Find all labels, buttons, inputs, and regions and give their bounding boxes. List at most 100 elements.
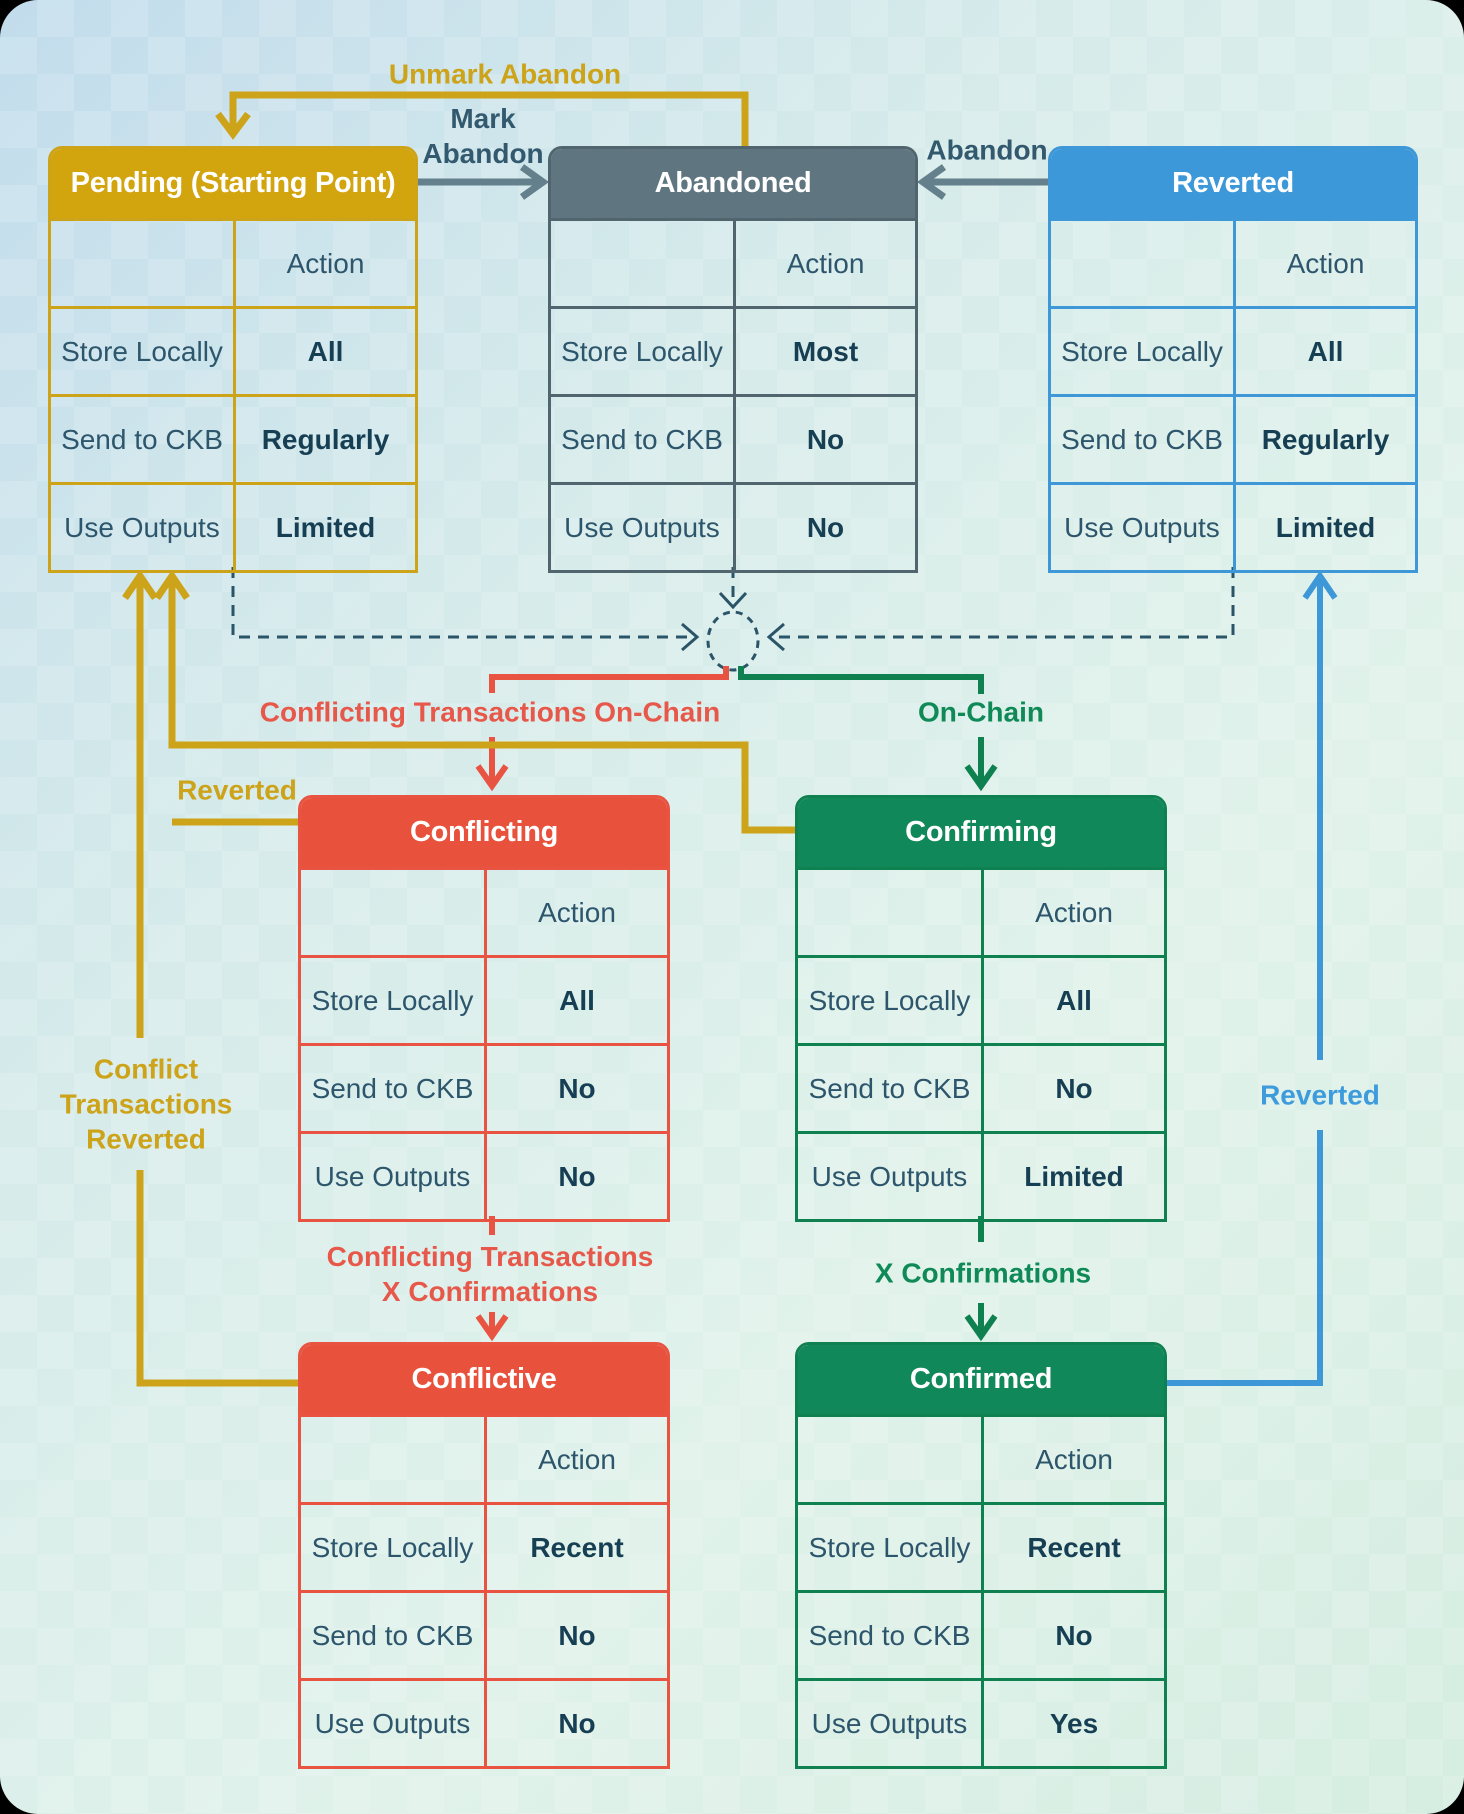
- row-value-cell: No: [981, 1043, 1164, 1131]
- arrowhead-left-icon: [916, 164, 947, 200]
- row-value-cell: No: [484, 1131, 667, 1219]
- unmark-abandon-line: [229, 91, 749, 146]
- arrowhead-down-icon: [475, 764, 509, 792]
- row-value-cell: Recent: [981, 1502, 1164, 1590]
- action-header-cell: Action: [981, 1414, 1164, 1502]
- row-label-cell: Store Locally: [51, 306, 233, 394]
- row-label-cell: Send to CKB: [301, 1590, 484, 1678]
- row-value-cell: All: [484, 955, 667, 1043]
- row-label-cell: Use Outputs: [51, 482, 233, 570]
- row-label-cell: Store Locally: [551, 306, 733, 394]
- junction-circle: [706, 610, 760, 672]
- arrowhead-right-icon: [519, 164, 550, 200]
- arrowhead-down-icon: [475, 1314, 509, 1342]
- label-unmark-abandon: Unmark Abandon: [388, 58, 622, 90]
- row-label-cell: Store Locally: [301, 1502, 484, 1590]
- row-label-cell: Store Locally: [798, 955, 981, 1043]
- conflicting-onchain-line: [489, 666, 729, 693]
- action-header-cell: Action: [1233, 218, 1415, 306]
- label-conflicting-transactions-on-chain: Conflicting Transactions On-Chain: [259, 696, 721, 728]
- confirmed-reverted-line: [1167, 578, 1323, 1386]
- confirming-reverted-line: [168, 578, 795, 834]
- row-value-cell: Yes: [981, 1678, 1164, 1766]
- label-abandon: Abandon: [926, 134, 1048, 166]
- row-value-cell: No: [484, 1043, 667, 1131]
- arrowhead-down-icon: [964, 764, 998, 792]
- row-value-cell: Most: [733, 306, 915, 394]
- label-mark-abandon: Mark Abandon: [422, 103, 544, 169]
- empty-cell: [551, 218, 733, 306]
- row-label-cell: Use Outputs: [1051, 482, 1233, 570]
- table-title: Confirming: [798, 798, 1164, 867]
- row-label-cell: Send to CKB: [798, 1043, 981, 1131]
- row-value-cell: No: [733, 482, 915, 570]
- row-label-cell: Use Outputs: [551, 482, 733, 570]
- table-title: Reverted: [1051, 149, 1415, 218]
- row-value-cell: No: [484, 1590, 667, 1678]
- row-value-cell: All: [1233, 306, 1415, 394]
- row-label-cell: Store Locally: [1051, 306, 1233, 394]
- arrowhead-down-icon: [215, 111, 251, 140]
- arrowhead-down-icon: [718, 591, 748, 610]
- row-value-cell: Regularly: [233, 394, 415, 482]
- row-value-cell: No: [733, 394, 915, 482]
- arrowhead-down-icon: [964, 1314, 998, 1342]
- arrowhead-up-icon: [1302, 570, 1338, 600]
- row-value-cell: Limited: [233, 482, 415, 570]
- arrowhead-left-icon: [766, 622, 785, 652]
- empty-cell: [1051, 218, 1233, 306]
- action-header-cell: Action: [484, 1414, 667, 1502]
- action-header-cell: Action: [484, 867, 667, 955]
- arrowhead-right-icon: [681, 622, 700, 652]
- table-title: Abandoned: [551, 149, 915, 218]
- action-header-cell: Action: [233, 218, 415, 306]
- row-value-cell: No: [484, 1678, 667, 1766]
- empty-cell: [798, 1414, 981, 1502]
- table-title: Conflicting: [301, 798, 667, 867]
- reverted-to-junction-dashed-line: [774, 567, 1235, 639]
- label-reverted-from-confirmed: Reverted: [1260, 1079, 1380, 1111]
- action-header-cell: Action: [981, 867, 1164, 955]
- label-on-chain: On-Chain: [918, 696, 1044, 728]
- empty-cell: [301, 867, 484, 955]
- row-value-cell: Limited: [1233, 482, 1415, 570]
- row-label-cell: Use Outputs: [301, 1131, 484, 1219]
- label-conflict-transactions-reverted: Conflict Transactions Reverted: [59, 1053, 233, 1155]
- conflictive-reverted-line: [136, 578, 298, 1387]
- row-value-cell: Limited: [981, 1131, 1164, 1219]
- row-label-cell: Use Outputs: [301, 1678, 484, 1766]
- table-title: Conflictive: [301, 1345, 667, 1414]
- row-value-cell: All: [981, 955, 1164, 1043]
- row-label-cell: Send to CKB: [551, 394, 733, 482]
- row-value-cell: No: [981, 1590, 1164, 1678]
- arrowhead-up-icon: [122, 569, 158, 600]
- row-value-cell: Recent: [484, 1502, 667, 1590]
- label-conflicting-transactions-x-confirmations: Conflicting Transactions X Confirmations: [326, 1241, 654, 1307]
- arrowhead-up-icon: [154, 569, 190, 600]
- empty-cell: [301, 1414, 484, 1502]
- empty-cell: [51, 218, 233, 306]
- pending-to-junction-dashed-line: [231, 567, 692, 639]
- row-label-cell: Use Outputs: [798, 1678, 981, 1766]
- row-label-cell: Use Outputs: [798, 1131, 981, 1219]
- label-x-confirmations: X Confirmations: [874, 1257, 1092, 1289]
- row-label-cell: Send to CKB: [301, 1043, 484, 1131]
- row-label-cell: Send to CKB: [798, 1590, 981, 1678]
- row-label-cell: Send to CKB: [1051, 394, 1233, 482]
- onchain-line: [738, 666, 984, 694]
- row-label-cell: Send to CKB: [51, 394, 233, 482]
